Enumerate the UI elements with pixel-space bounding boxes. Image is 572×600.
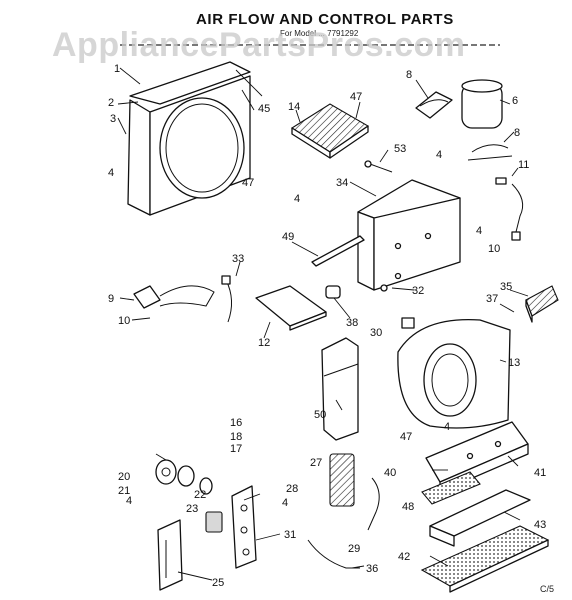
wire-33 [221,275,232,323]
callout-label: 32 [412,285,424,297]
diagram-subtitle: For Model ... 7791292 [280,29,359,38]
callout-label: 37 [486,293,498,305]
mounting-plate [255,285,327,331]
sensor-wire [367,477,380,531]
callout-label: 8 [406,69,412,81]
callout-label: 4 [108,167,114,179]
callout-label: 47 [350,91,362,103]
callout-label: 38 [346,317,358,329]
callout-label: 30 [370,327,382,339]
insulation-48 [421,471,481,505]
callout-label: 27 [310,457,322,469]
callout-label: 21 [118,485,130,497]
wire-36 [307,539,360,569]
callout-label: 48 [402,501,414,513]
blower-bracket [357,179,461,291]
filter-tray [429,489,531,547]
switch-38 [325,285,341,299]
callout-label: 45 [258,103,270,115]
callout-label: 13 [508,357,520,369]
screw-32 [380,284,388,292]
knob-assembly [155,459,213,495]
callout-label: 10 [118,315,130,327]
duct-panel [321,337,359,441]
clip-30 [401,317,415,329]
callout-label: 14 [288,101,300,113]
leader-lines [117,67,529,581]
control-bracket [415,91,453,119]
callout-label: 9 [108,293,114,305]
callout-label: 28 [286,483,298,495]
diagram-title: AIR FLOW AND CONTROL PARTS [196,11,454,28]
callout-label: 4 [282,497,288,509]
callout-label: 1 [114,63,120,75]
front-grille-frame [127,61,263,216]
callout-label: 49 [282,231,294,243]
callout-label: 22 [194,489,206,501]
callout-label: 50 [314,409,326,421]
blower-housing [397,318,511,429]
terminal-block [525,285,559,323]
callout-label: 4 [436,149,442,161]
callout-label: 10 [488,243,500,255]
callout-label: 3 [110,113,116,125]
callout-label: 12 [258,337,270,349]
callout-label: 2 [108,97,114,109]
callout-label: 18 [230,431,242,443]
callout-label: 53 [394,143,406,155]
callout-label: 47 [400,431,412,443]
callout-label: 29 [348,543,360,555]
callout-label: 4 [294,193,300,205]
callout-label: 11 [518,159,529,171]
callout-label: 4 [126,495,132,507]
callout-numbers: 1 2 3 4 45 47 14 47 8 6 8 11 53 4 34 4 4… [108,63,546,589]
power-cord [133,285,215,309]
callout-label: 17 [230,443,242,455]
control-panel [231,485,257,569]
callout-label: 23 [186,503,198,515]
callout-label: 43 [534,519,546,531]
callout-label: 20 [118,471,130,483]
thermostat [329,453,355,507]
callout-label: 4 [476,225,482,237]
callout-label: 25 [212,577,224,589]
callout-label: 41 [534,467,546,479]
callout-label: 42 [398,551,410,563]
side-panel-25 [157,519,183,591]
callout-label: 34 [336,177,348,189]
callout-label: 35 [500,281,512,293]
capacitor-strap [467,144,513,161]
wire-harness-11 [495,177,524,241]
callout-label: 8 [514,127,520,139]
rail-49 [311,235,365,267]
capacitor [461,79,503,129]
callout-label: 33 [232,253,244,265]
callout-label: 6 [512,95,518,107]
callout-label: 40 [384,467,396,479]
callout-label: 36 [366,563,378,575]
corner-code: C/5 [540,584,554,594]
callout-label: 31 [284,529,296,541]
air-filter [420,525,550,593]
watermark: AppliancePartsPros.com [52,26,465,64]
screw-53 [364,160,393,173]
callout-label: 16 [230,417,242,429]
callout-label: 47 [242,177,254,189]
selector-switch [205,511,223,533]
callout-label: 4 [444,421,450,433]
filter-grille [290,103,370,159]
